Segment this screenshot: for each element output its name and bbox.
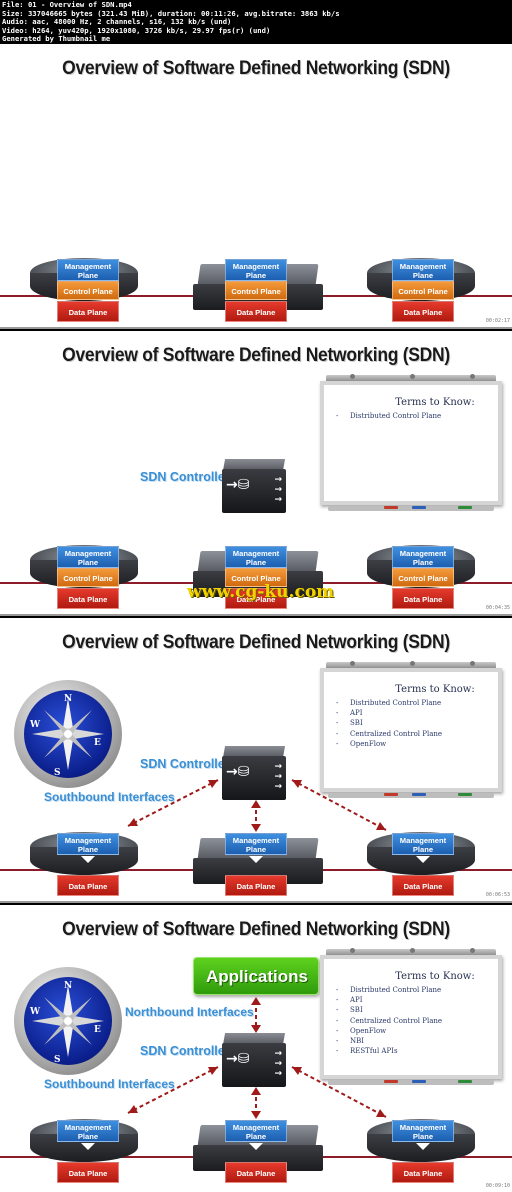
management-plane-label: Management Plane (57, 833, 119, 855)
data-plane-label: Data Plane (57, 588, 119, 609)
compass-icon: N S E W (14, 967, 122, 1075)
management-plane-label: Management Plane (57, 546, 119, 568)
whiteboard-term: Centralized Control Plane (336, 1016, 442, 1026)
whiteboard-term: Centralized Control Plane (336, 729, 442, 739)
control-plane-label: Control Plane (392, 568, 454, 587)
management-plane-label: Management Plane (225, 259, 287, 281)
compass-west: W (30, 720, 41, 730)
southbound-interfaces-label: Southbound Interfaces (44, 1077, 175, 1091)
control-plane-label: Control Plane (57, 281, 119, 300)
management-plane-label: Management Plane (57, 259, 119, 281)
northbound-interfaces-label: Northbound Interfaces (125, 1005, 254, 1019)
management-plane-label: Management Plane (225, 546, 287, 568)
compass-north: N (64, 981, 73, 991)
applications-box: Applications (193, 957, 319, 995)
compass-south: S (54, 768, 61, 778)
whiteboard: Terms to Know: Distributed Control Plane (320, 374, 502, 513)
sdn-controller-icon: →⛁ →→→ (222, 746, 286, 804)
whiteboard: Terms to Know: Distributed Control Plane… (320, 948, 502, 1087)
data-plane-label: Data Plane (392, 301, 454, 322)
timestamp: 00:06:53 (485, 892, 510, 898)
management-plane-label: Management Plane (57, 1120, 119, 1142)
data-plane-label: Data Plane (57, 301, 119, 322)
sdn-controller-label: SDN Controller (140, 470, 230, 484)
whiteboard-term: API (336, 995, 442, 1005)
management-plane-label: Management Plane (225, 833, 287, 855)
data-plane-label: Data Plane (225, 1162, 287, 1183)
down-arrow-icon (81, 856, 95, 863)
compass-icon: N S E W (14, 680, 122, 788)
video-info-line: Video: h264, yuv420p, 1920x1080, 3726 kb… (2, 25, 271, 35)
data-plane-label: Data Plane (392, 875, 454, 896)
down-arrow-icon (416, 856, 430, 863)
compass-north: N (64, 694, 73, 704)
whiteboard-term: Distributed Control Plane (336, 698, 442, 708)
whiteboard-term: OpenFlow (336, 739, 442, 749)
slide-title: Overview of Software Defined Networking … (62, 919, 450, 940)
management-plane-label: Management Plane (225, 1120, 287, 1142)
management-plane-label: Management Plane (392, 546, 454, 568)
down-arrow-icon (81, 1143, 95, 1150)
generator-line: Generated by Thumbnail me (2, 34, 111, 44)
sdn-controller-label: SDN Controller (140, 1044, 230, 1058)
down-arrow-icon (249, 1143, 263, 1150)
compass-east: E (94, 1025, 101, 1035)
control-plane-label: Control Plane (57, 568, 119, 587)
down-arrow-icon (416, 1143, 430, 1150)
video-frame-2[interactable]: Overview of Software Defined Networking … (0, 331, 512, 616)
management-plane-label: Management Plane (392, 259, 454, 281)
data-plane-label: Data Plane (392, 1162, 454, 1183)
video-frame-1[interactable]: Overview of Software Defined Networking … (0, 44, 512, 329)
compass-south: S (54, 1055, 61, 1065)
whiteboard-title: Terms to Know: (395, 397, 475, 408)
slide-title: Overview of Software Defined Networking … (62, 345, 450, 366)
whiteboard-term: SBI (336, 1005, 442, 1015)
data-plane-label: Data Plane (225, 588, 287, 609)
compass-east: E (94, 738, 101, 748)
management-plane-label: Management Plane (392, 833, 454, 855)
file-name-line: File: 01 - Overview of SDN.mp4 (2, 0, 132, 9)
control-plane-label: Control Plane (225, 568, 287, 587)
timestamp: 00:04:35 (485, 605, 510, 611)
slide-title: Overview of Software Defined Networking … (62, 58, 450, 79)
sdn-controller-label: SDN Controller (140, 757, 230, 771)
interface-links (127, 997, 387, 1119)
slide-title: Overview of Software Defined Networking … (62, 632, 450, 653)
control-plane-label: Control Plane (225, 281, 287, 300)
whiteboard-term: OpenFlow (336, 1026, 442, 1036)
file-size-line: Size: 337046665 bytes (321.43 MiB), dura… (2, 8, 340, 18)
timestamp: 00:02:17 (485, 318, 510, 324)
sdn-controller-icon: →⛁ →→→ (222, 1033, 286, 1091)
whiteboard-term: API (336, 708, 442, 718)
file-info-header: File: 01 - Overview of SDN.mp4 Size: 337… (0, 0, 512, 44)
whiteboard-term: Distributed Control Plane (336, 411, 441, 421)
data-plane-label: Data Plane (57, 875, 119, 896)
management-plane-label: Management Plane (392, 1120, 454, 1142)
data-plane-label: Data Plane (225, 301, 287, 322)
data-plane-label: Data Plane (57, 1162, 119, 1183)
whiteboard-title: Terms to Know: (395, 684, 475, 695)
timestamp: 00:09:10 (485, 1183, 510, 1189)
whiteboard-term: NBI (336, 1036, 442, 1046)
whiteboard-term: RESTful APIs (336, 1046, 442, 1056)
video-frame-3[interactable]: Overview of Software Defined Networking … (0, 618, 512, 903)
data-plane-label: Data Plane (225, 875, 287, 896)
sdn-controller-icon: →⛁ →→→ (222, 459, 286, 517)
whiteboard-term: SBI (336, 718, 442, 728)
southbound-interfaces-label: Southbound Interfaces (44, 790, 175, 804)
whiteboard: Terms to Know: Distributed Control Plane… (320, 661, 502, 800)
whiteboard-term: Distributed Control Plane (336, 985, 442, 995)
applications-label: Applications (205, 967, 308, 986)
southbound-links (127, 779, 387, 832)
audio-info-line: Audio: aac, 48000 Hz, 2 channels, s16, 1… (2, 17, 232, 27)
cg-ku-watermark: www.cg-ku.com (187, 582, 335, 602)
compass-west: W (30, 1007, 41, 1017)
data-plane-label: Data Plane (392, 588, 454, 609)
whiteboard-title: Terms to Know: (395, 971, 475, 982)
control-plane-label: Control Plane (392, 281, 454, 300)
down-arrow-icon (249, 856, 263, 863)
video-frame-4[interactable]: Overview of Software Defined Networking … (0, 905, 512, 1192)
